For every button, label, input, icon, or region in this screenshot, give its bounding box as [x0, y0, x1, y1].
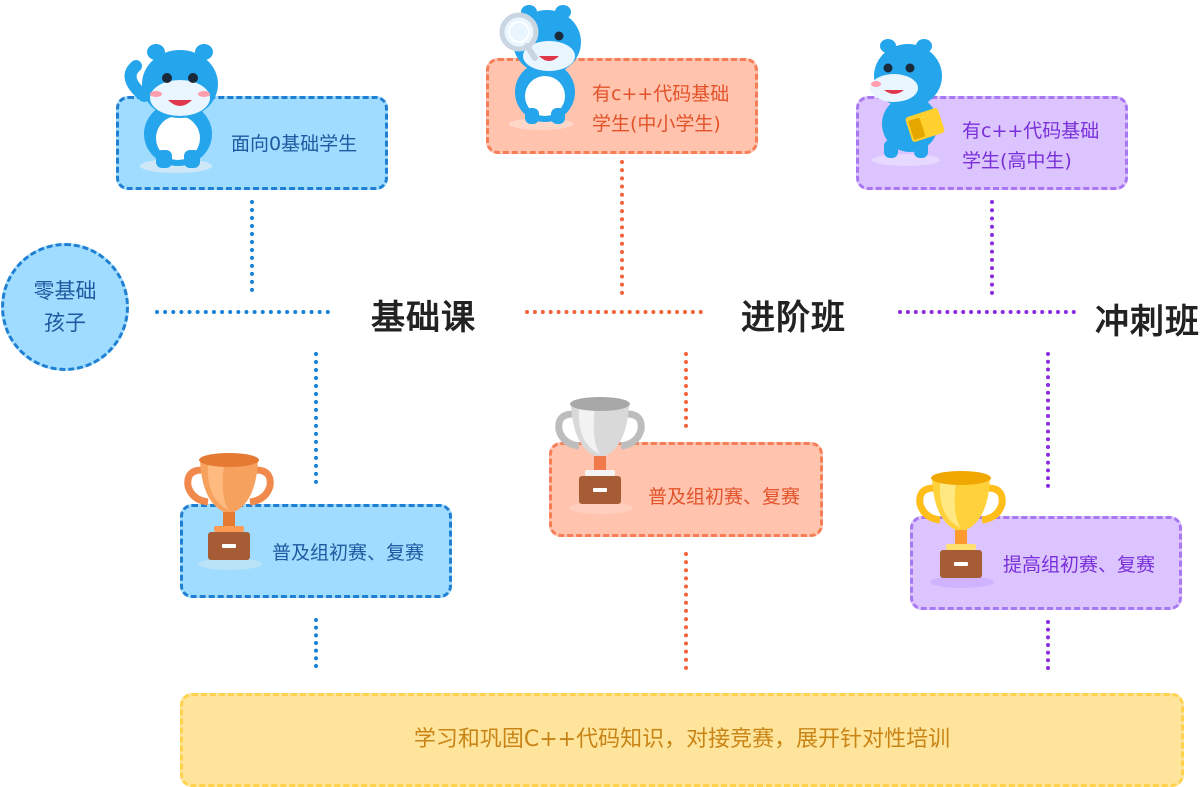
contest-text-basic: 普及组初赛、复赛 [272, 542, 425, 564]
start-node: 零基础 孩子 [1, 243, 129, 371]
connector-sprint-summary [1046, 620, 1050, 670]
connector-advanced-summary [684, 552, 688, 670]
summary-box: 学习和巩固C++代码知识，对接竞赛，展开针对性培训 [180, 693, 1184, 787]
stage-title-sprint: 冲刺班 [1095, 302, 1200, 342]
connector-sprint-audience [990, 200, 994, 295]
connector-advanced-contest [684, 352, 688, 428]
hippo-mascot-wave-icon [124, 44, 218, 173]
audience-text-advanced-line2: 学生(中小学生) [592, 113, 721, 135]
hippo-mascot-book-icon [870, 39, 945, 166]
hippo-mascot-magnifier-icon [499, 5, 581, 130]
silver-trophy-icon [555, 397, 645, 514]
connector-start-to-basic [155, 310, 330, 314]
gold-trophy-icon [916, 471, 1006, 588]
connector-advanced-audience [620, 160, 624, 295]
start-label-line2: 孩子 [44, 311, 86, 335]
stage-title-advanced: 进阶班 [741, 298, 846, 338]
connector-advanced-to-sprint [898, 310, 1076, 314]
connector-basic-audience [250, 200, 254, 292]
contest-text-sprint: 提高组初赛、复赛 [1003, 554, 1156, 576]
contest-text-advanced: 普及组初赛、复赛 [648, 486, 801, 508]
connector-basic-contest [314, 352, 318, 484]
connector-basic-to-advanced [525, 310, 703, 314]
stage-title-basic: 基础课 [371, 298, 476, 338]
audience-text-sprint-line1: 有c++代码基础 [962, 120, 1100, 142]
summary-text: 学习和巩固C++代码知识，对接竞赛，展开针对性培训 [413, 727, 951, 752]
audience-text-basic: 面向0基础学生 [231, 133, 358, 155]
connector-sprint-contest [1046, 352, 1050, 488]
audience-text-sprint-line2: 学生(高中生) [962, 150, 1072, 172]
start-label-line1: 零基础 [33, 279, 97, 303]
connector-basic-summary [314, 618, 318, 668]
audience-text-advanced-line1: 有c++代码基础 [592, 83, 730, 105]
bronze-trophy-icon [184, 453, 274, 570]
